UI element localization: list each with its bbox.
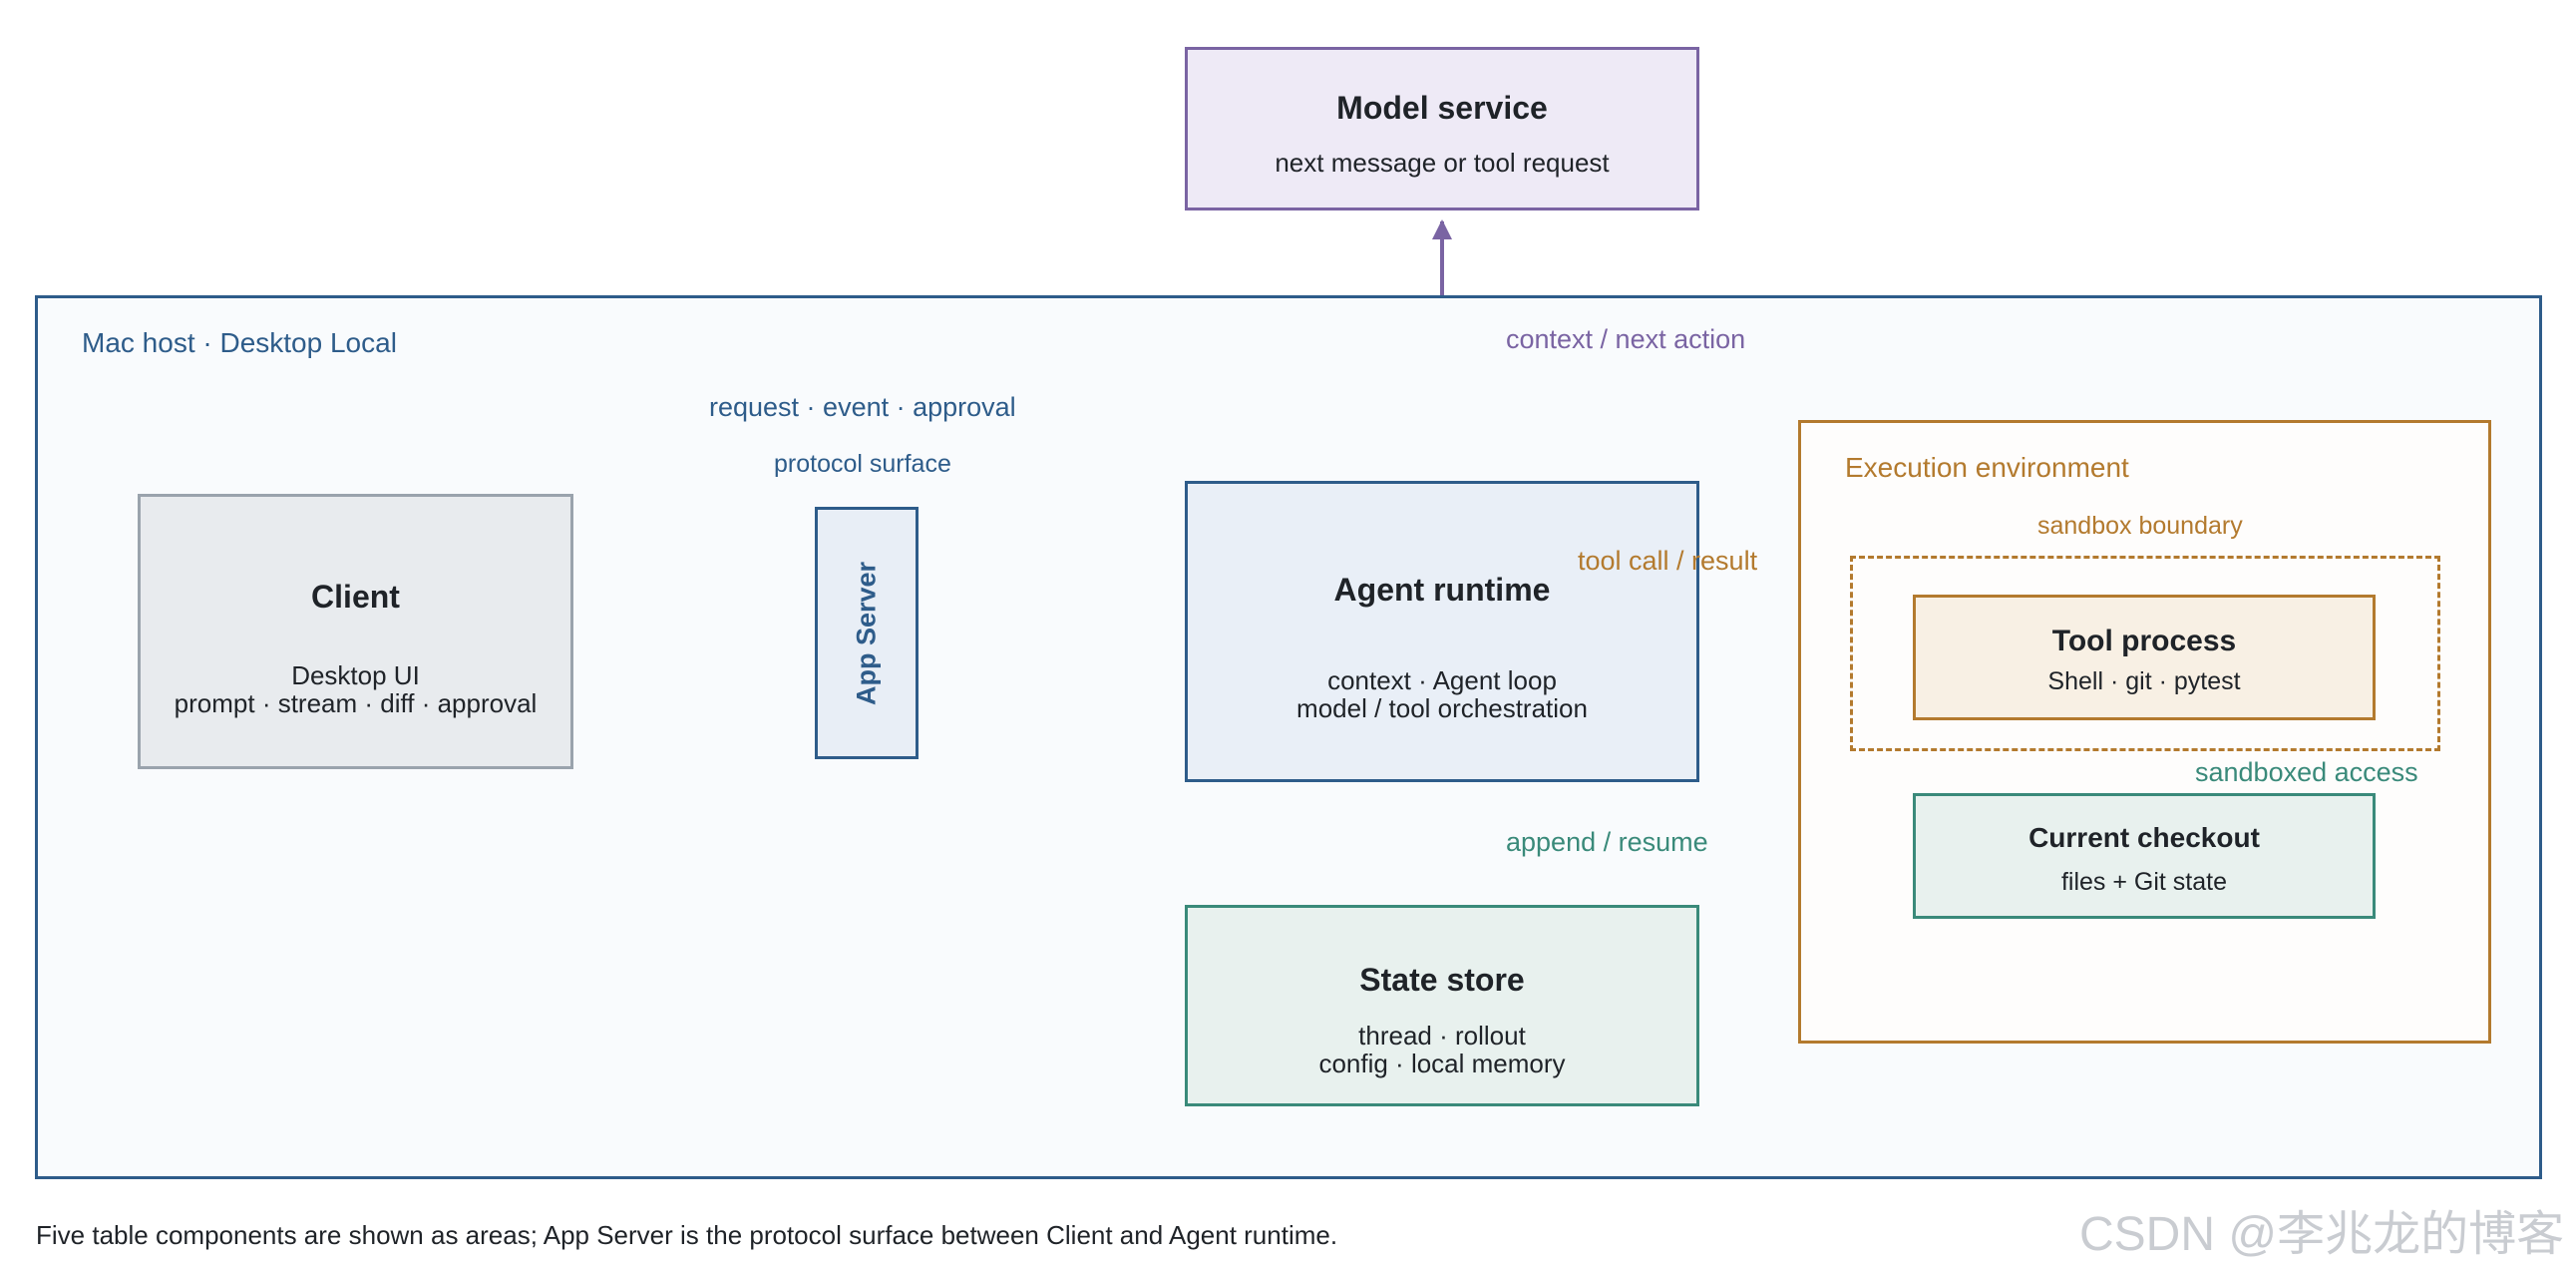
edge-label-context-next-action: context / next action <box>1506 324 1746 354</box>
sandbox-boundary <box>1850 556 2440 751</box>
edge-label-tool-call-result: tool call / result <box>1578 546 1758 576</box>
tool-process-subtitle: Shell · git · pytest <box>2047 667 2241 695</box>
edge-label-append-resume: append / resume <box>1506 827 1708 857</box>
state-store-line1: thread · rollout <box>1358 1021 1526 1051</box>
appserver-caption-bottom: protocol surface <box>774 450 951 478</box>
current-checkout-subtitle: files + Git state <box>2060 868 2228 896</box>
agent-runtime-title: Agent runtime <box>1333 572 1551 608</box>
state-store-line2: config · local memory <box>1318 1049 1566 1078</box>
sandbox-boundary-label: sandbox boundary <box>2037 512 2243 540</box>
current-checkout-box: Current checkout files + Git state <box>1913 793 2376 919</box>
client-box: Client Desktop UI prompt · stream · diff… <box>138 494 573 769</box>
model-service-title: Model service <box>1336 90 1548 126</box>
execution-environment-label: Execution environment <box>1845 452 2129 483</box>
model-service-subtitle: next message or tool request <box>1275 148 1610 178</box>
execution-environment-box <box>1798 420 2491 1044</box>
footer-caption: Five table components are shown as areas… <box>36 1220 1338 1250</box>
tool-process-box: Tool process Shell · git · pytest <box>1913 595 2376 720</box>
watermark: CSDN @李兆龙的博客 <box>2079 1208 2565 1261</box>
app-server-box: App Server <box>815 507 919 759</box>
agent-runtime-line2: model / tool orchestration <box>1296 693 1588 723</box>
agent-runtime-line1: context · Agent loop <box>1327 665 1557 695</box>
model-service-box: Model service next message or tool reque… <box>1185 47 1699 211</box>
client-line2: prompt · stream · diff · approval <box>174 688 538 718</box>
appserver-caption-top: request · event · approval <box>709 392 1016 422</box>
client-title: Client <box>311 579 400 615</box>
tool-process-title: Tool process <box>2051 625 2237 657</box>
edge-label-sandboxed-access: sandboxed access <box>2195 757 2418 787</box>
state-store-box: State store thread · rollout config · lo… <box>1185 905 1699 1106</box>
app-server-label: App Server <box>851 561 882 705</box>
current-checkout-title: Current checkout <box>2028 822 2260 853</box>
client-line1: Desktop UI <box>291 660 420 690</box>
host-label: Mac host · Desktop Local <box>82 327 397 358</box>
agent-runtime-box: Agent runtime context · Agent loop model… <box>1185 481 1699 782</box>
state-store-title: State store <box>1359 962 1525 998</box>
